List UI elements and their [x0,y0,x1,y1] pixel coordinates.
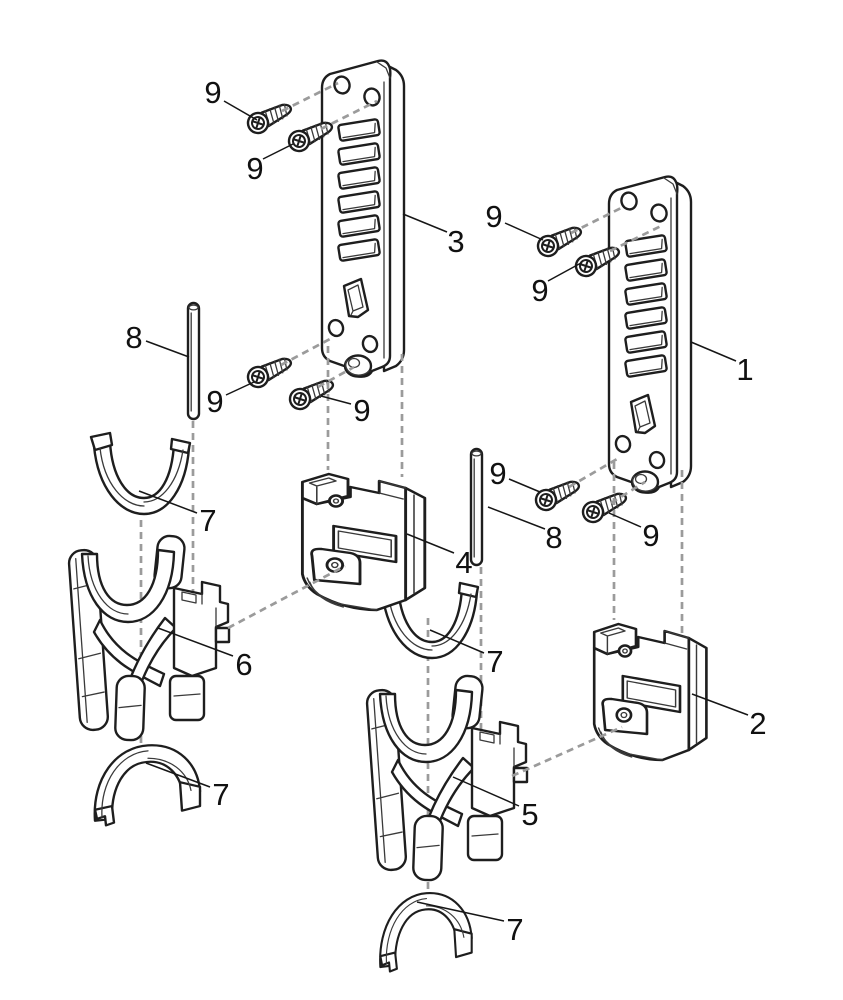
part-number-label: 9 [531,273,548,308]
leader-line [487,506,546,530]
part-number-label: 7 [486,644,503,679]
pivot-pin-left [186,301,201,421]
leader-line [225,381,255,396]
part-number-label: 6 [235,647,252,682]
part-number-label: 5 [521,797,538,832]
hinge-bracket-4 [300,472,427,612]
slotted-mount-plate-1 [607,175,693,494]
callout-screw-f: 9 [531,262,582,308]
pivot-pin-center [469,447,484,567]
callout-screw-d: 9 [320,393,371,428]
part-number-label: 9 [489,456,506,491]
part-number-label: 4 [455,545,472,580]
callout-bracket-2: 2 [691,693,767,741]
rubber-shim-arch-left [93,744,202,827]
rubber-shim-arch-bottom [379,892,473,973]
screw-c [243,350,296,392]
assembly-dashed-lines-front [227,81,684,778]
callout-screw-c: 9 [206,381,255,419]
part-number-label: 9 [204,75,221,110]
leader-line [223,100,258,121]
leader-line [508,478,541,493]
callout-screw-h: 9 [608,512,660,553]
cradle-clamp-5 [364,673,529,882]
leader-line [320,395,352,405]
leader-line [402,213,448,233]
part-number-label: 7 [199,503,216,538]
screw-h [578,485,631,527]
leader-line [429,629,485,654]
leader-line [690,341,737,362]
callout-clamp-6: 6 [157,627,253,682]
cradle-clamp-6 [66,533,231,742]
part-number-label: 7 [212,777,229,812]
leader-line [452,776,520,807]
part-number-label: 9 [206,384,223,419]
callout-clamp-5: 5 [452,776,539,832]
slotted-mount-plate-3 [320,59,406,378]
leader-line [691,693,749,716]
part-number-label: 2 [749,706,766,741]
callout-bracket-4: 4 [406,533,473,580]
callout-screw-g: 9 [489,456,541,493]
callout-shim-center: 7 [429,629,504,679]
callout-screw-a: 9 [204,75,258,121]
callout-screw-e: 9 [485,199,544,241]
callout-plate-3: 3 [402,213,465,259]
leader-line [262,143,294,160]
callout-shim-left: 7 [138,490,217,538]
callout-pin-left: 8 [125,320,190,358]
hinge-bracket-2 [592,622,708,762]
part-number-label: 9 [485,199,502,234]
callout-screw-b: 9 [246,143,294,186]
part-number-label: 3 [447,224,464,259]
leader-line [504,222,544,241]
leader-line [145,762,211,788]
callout-plate-1: 1 [690,341,754,387]
part-number-label: 9 [642,518,659,553]
screw-g [531,473,584,515]
part-number-label: 8 [545,520,562,555]
part-number-label: 1 [736,352,753,387]
leader-line [157,627,234,657]
callout-pin-center: 8 [487,506,563,555]
callout-shim-arch-bottom: 7 [416,901,524,947]
part-number-label: 8 [125,320,142,355]
leader-line [406,533,455,554]
part-number-label: 7 [506,912,523,947]
part-number-label: 9 [353,393,370,428]
leader-line [145,340,190,358]
part-number-label: 9 [246,151,263,186]
leader-line [138,490,198,514]
rubber-shim-saddle-left [89,431,192,516]
leader-line [547,262,582,282]
leader-line [608,512,642,528]
leader-line [416,901,505,922]
callout-shim-arch-left: 7 [145,762,230,812]
